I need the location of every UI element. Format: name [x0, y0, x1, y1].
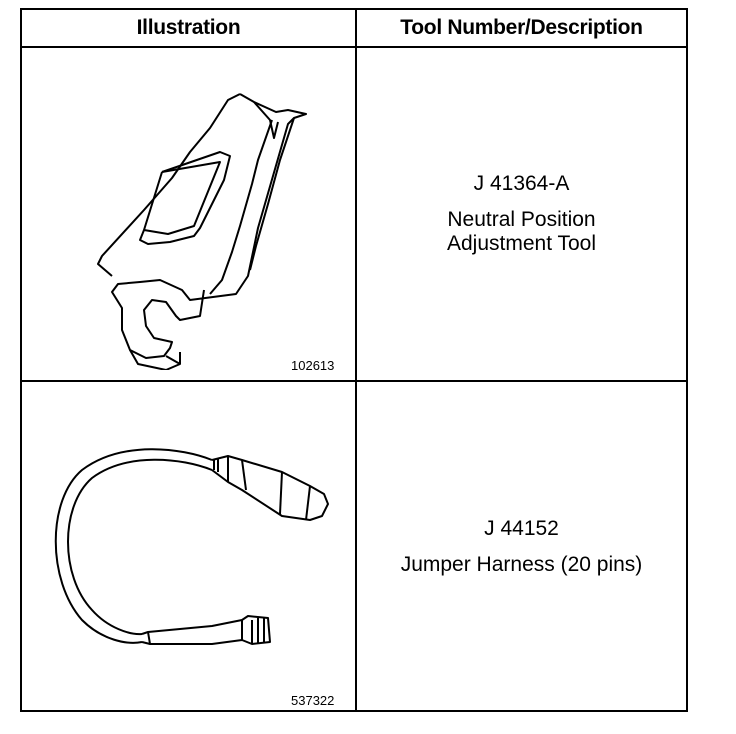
tool-description-line: Adjustment Tool — [446, 232, 597, 255]
header-illustration: Illustration — [136, 16, 241, 39]
row-divider — [22, 380, 686, 382]
tool-cell-1: J 41364-A Neutral Position Adjustment To… — [357, 48, 686, 380]
tool-cell-2: J 44152 Jumper Harness (20 pins) — [357, 382, 686, 712]
tool-description-line: Jumper Harness (20 pins) — [400, 553, 643, 576]
header-divider — [22, 46, 686, 48]
tool-number: J 41364-A — [473, 172, 570, 195]
figure-number: 102613 — [291, 358, 335, 373]
tool-number: J 44152 — [484, 517, 559, 540]
jumper-harness-drawing — [54, 448, 329, 645]
tool-table: Illustration Tool Number/Description 102… — [20, 8, 688, 712]
header-tool: Tool Number/Description — [400, 16, 643, 39]
adjustment-tool-drawing — [97, 93, 307, 370]
figure-number: 537322 — [291, 693, 335, 708]
column-divider — [355, 10, 357, 710]
tool-description-line: Neutral Position — [447, 208, 596, 231]
